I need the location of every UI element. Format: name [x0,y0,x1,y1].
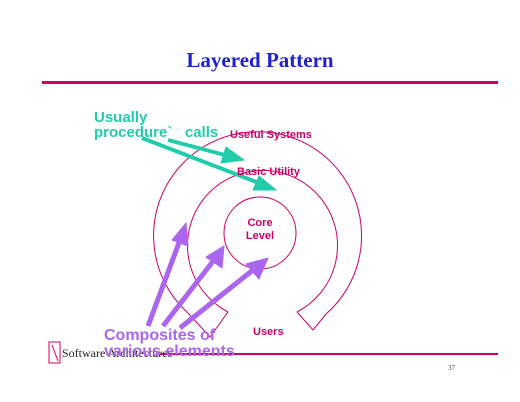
purple-arrow-1 [145,239,183,327]
slide-title: Layered Pattern [186,48,334,72]
purple-arrow-3 [178,268,255,330]
core-label-line1: Core [247,217,273,229]
right-gap-edge [296,311,327,331]
layer-label-users: Users [253,326,284,338]
footer-logo-icon [48,341,61,364]
purple-composite-arrows [145,221,269,330]
layer-label-core-level: Core Level [230,217,290,243]
layer-label-useful-systems: Useful Systems [230,129,312,141]
layer-label-basic-utility: Basic Utility [237,166,300,178]
teal-arrowhead-2 [252,175,278,191]
teal-call-arrows [141,136,278,191]
left-gap-edge [187,311,229,338]
page-number: 37 [448,364,455,372]
purple-arrow-2 [161,258,216,328]
calls-annotation: Usually procedure` calls [94,110,218,140]
footer-course-title: Software Architectures [62,346,173,360]
composites-annotation: Composites of various elements [104,328,235,360]
teal-arrow-1 [167,138,226,157]
teal-arrowhead-1 [220,146,246,164]
calls-annotation-line1: Usually [94,109,148,126]
composites-annotation-line1: Composites of [104,327,216,344]
purple-arrowhead-2 [205,245,225,269]
middle-layer-ring [187,169,338,313]
footer-rule [160,353,498,355]
core-label-line2: Level [245,230,275,242]
teal-arrow-2 [141,136,260,185]
composites-annotation-line2: various elements [104,343,235,360]
purple-arrowhead-1 [171,221,189,247]
title-underline [42,81,498,84]
calls-annotation-line2: procedure` calls [94,124,219,141]
purple-arrowhead-3 [245,257,269,280]
outer-layer-ring [153,131,363,315]
